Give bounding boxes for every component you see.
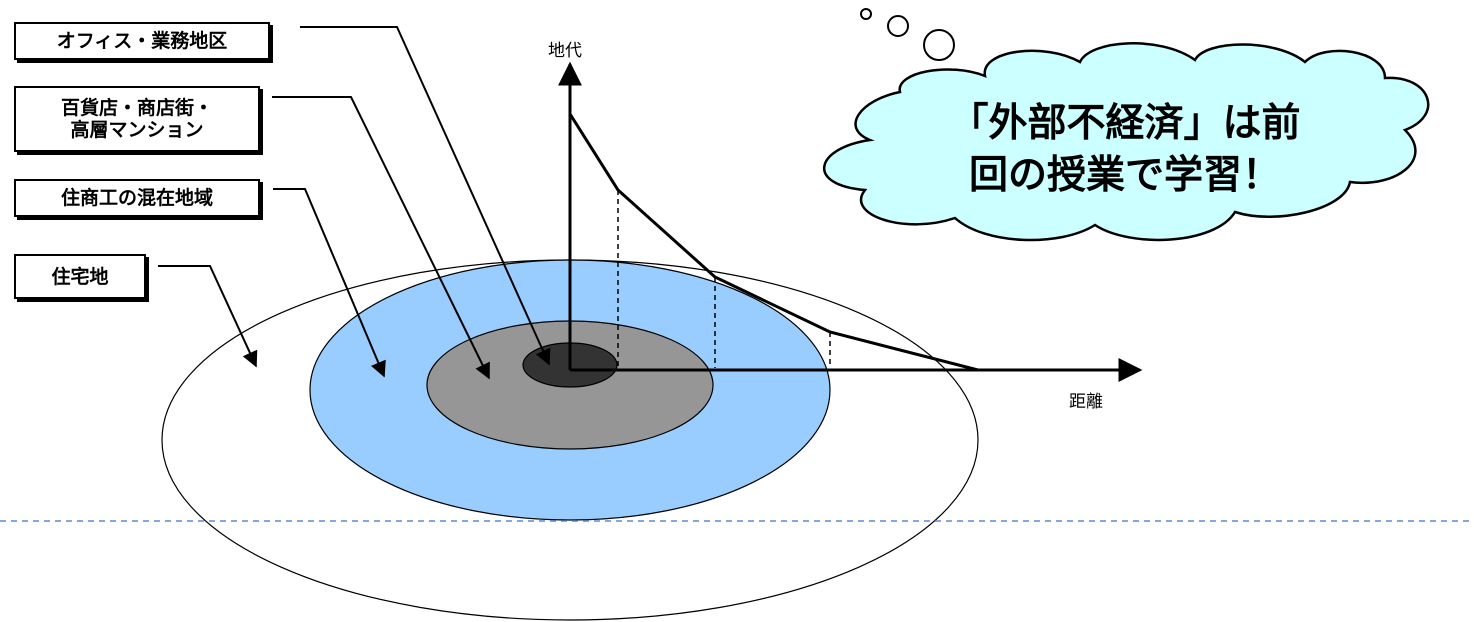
dept-store-label: 百貨店・商店街・ 高層マンション xyxy=(14,86,260,152)
mixed-leader-line xyxy=(273,188,386,378)
bubble-dot-large xyxy=(923,29,955,61)
x-axis-label: 距離 xyxy=(1069,392,1103,412)
thought-cloud xyxy=(822,42,1430,242)
bubble-text: 「外部不経済」は前 回の授業で学習！ xyxy=(949,101,1301,198)
bubble-dot-small xyxy=(860,8,872,20)
dept-leader-line xyxy=(272,96,490,380)
residential-label: 住宅地 xyxy=(14,254,146,299)
y-axis-label: 地代 xyxy=(548,41,582,61)
mixed-zone-label: 住商工の混在地域 xyxy=(14,179,260,217)
office-leader-line xyxy=(300,26,551,366)
office-district-label: オフィス・業務地区 xyxy=(14,22,270,60)
bubble-dot-medium xyxy=(887,15,909,37)
residential-leader-line xyxy=(158,265,258,368)
